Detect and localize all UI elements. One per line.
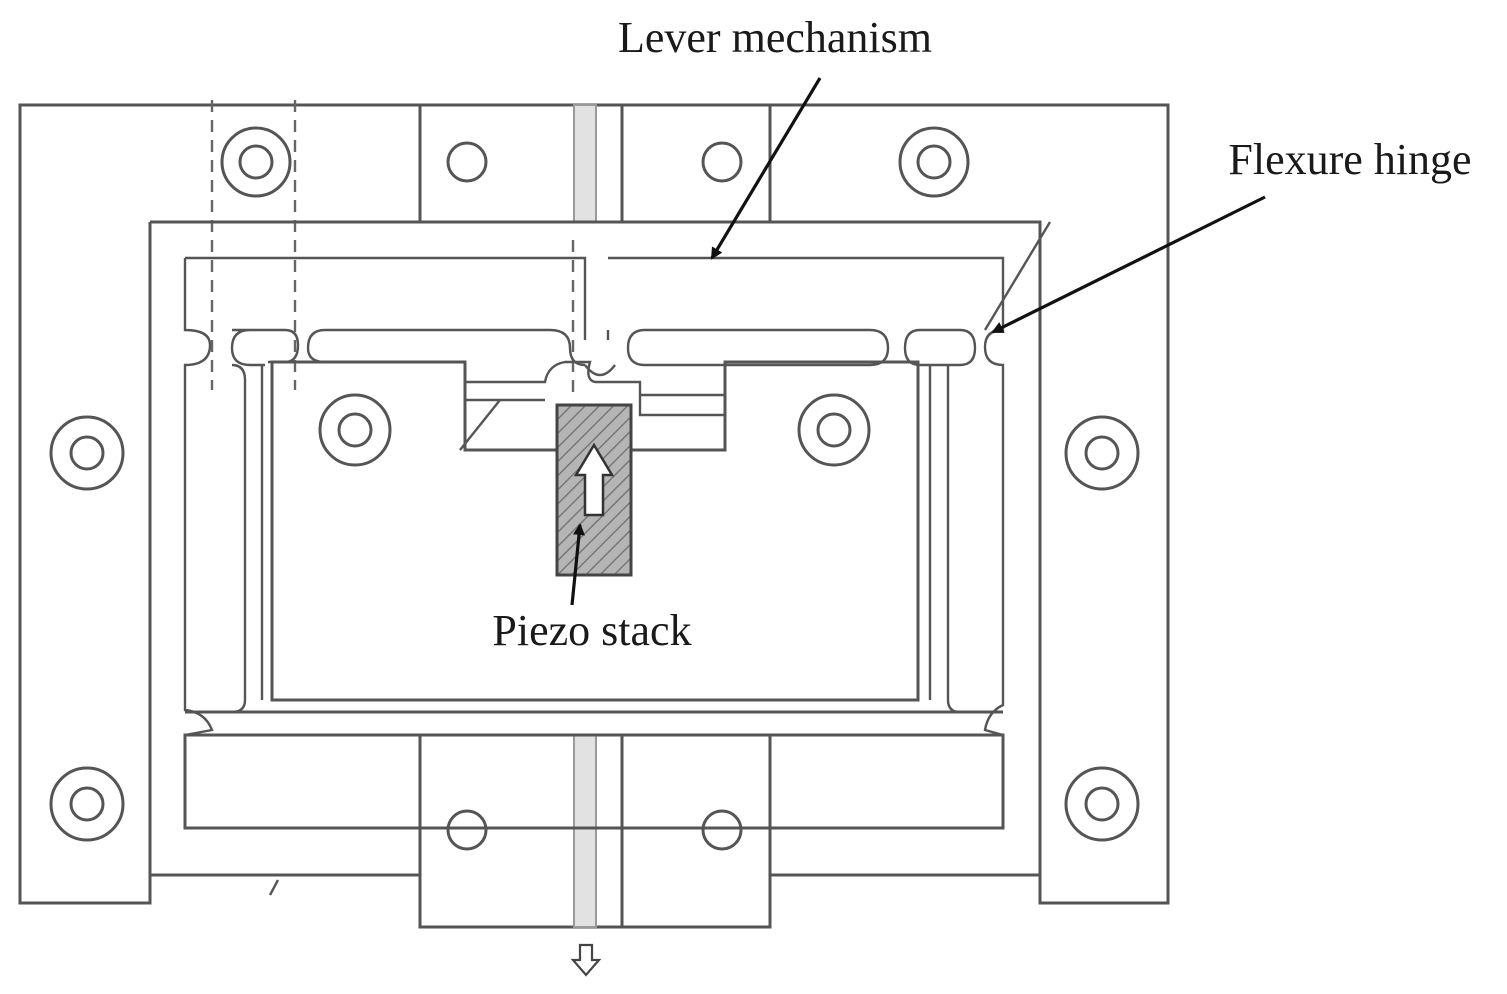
center-axis-top [573, 104, 597, 223]
inner-frame-outline [148, 220, 1042, 875]
left-flexure-column [231, 363, 264, 714]
piezo-stack-arrow [570, 523, 585, 606]
mount-hole-top-mid-left [446, 141, 488, 183]
mount-hole-top-left [220, 126, 292, 198]
tick-mark-right [983, 221, 1052, 331]
output-motion-arrow-icon [570, 943, 602, 977]
bottom-frame-bar [183, 710, 1005, 830]
mounting-holes [49, 126, 1140, 851]
mount-hole-bottom-mid-right [701, 809, 743, 851]
center-axis-bottom [573, 734, 597, 928]
mount-hole-top-right [898, 126, 970, 198]
mount-hole-top-mid-right [701, 141, 743, 183]
mount-hole-bottom-mid-left [446, 809, 488, 851]
base-plate-outline [18, 103, 1170, 929]
lever-bar-left [183, 256, 587, 737]
label-flexure-hinge: Flexure hinge [1228, 135, 1471, 184]
label-piezo-stack: Piezo stack [492, 606, 691, 655]
mount-hole-bottom-right [1064, 766, 1140, 842]
label-lever-mechanism: Lever mechanism [618, 13, 932, 62]
bottom-clamp-block [418, 735, 772, 927]
flexure-hinge-arrow [991, 195, 1266, 334]
right-flexure-column [928, 365, 961, 714]
moving-stage-outline [270, 360, 920, 702]
tick-mark-bottom [268, 879, 280, 896]
mount-hole-stage-left [318, 393, 392, 467]
lever-mechanism-arrow [710, 77, 822, 260]
lever-link-block [459, 360, 725, 451]
mount-hole-stage-right [797, 393, 871, 467]
piezo-motion-arrow-icon [573, 442, 615, 517]
mount-hole-left-middle [49, 415, 125, 491]
mount-hole-bottom-left [49, 766, 125, 842]
lever-flexure-row [230, 328, 977, 377]
mount-hole-right-middle [1064, 415, 1140, 491]
